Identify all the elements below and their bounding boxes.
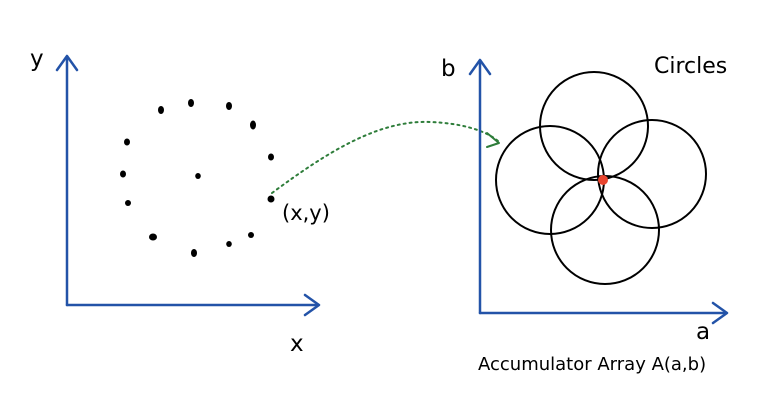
right-a-axis-label: a xyxy=(696,319,711,345)
left-x-axis-label: x xyxy=(290,331,304,357)
edge-point xyxy=(120,170,126,178)
point-label: (x,y) xyxy=(282,201,330,225)
right-b-axis-label: b xyxy=(441,56,456,82)
left-x-axis-arrowhead xyxy=(303,293,321,317)
edge-point xyxy=(124,138,130,146)
edge-point xyxy=(267,195,275,203)
edge-point xyxy=(226,241,232,247)
edge-points xyxy=(120,99,275,257)
parameter-circle-right xyxy=(597,119,707,229)
right-a-axis-arrowhead xyxy=(711,301,729,325)
edge-point xyxy=(158,106,164,114)
edge-point xyxy=(268,153,274,161)
mapping-arrow-head xyxy=(486,132,500,148)
edge-point xyxy=(226,102,232,110)
left-y-axis-label: y xyxy=(30,46,44,72)
edge-point xyxy=(195,173,201,179)
edge-point xyxy=(191,249,197,257)
edge-point xyxy=(125,200,131,206)
right-axes xyxy=(468,58,729,325)
edge-point xyxy=(248,232,254,238)
edge-point xyxy=(149,233,157,241)
edge-point xyxy=(250,120,256,130)
edge-point xyxy=(188,99,194,107)
mapping-arrow xyxy=(271,120,500,194)
intersection-point xyxy=(598,175,608,185)
circles-title: Circles xyxy=(654,54,728,79)
parameter-circle-bottom xyxy=(550,175,660,285)
accumulator-caption: Accumulator Array A(a,b) xyxy=(478,354,707,375)
mapping-arrow-path xyxy=(271,120,499,194)
left-axes xyxy=(55,54,321,317)
right-b-axis-arrowhead xyxy=(468,58,492,76)
left-y-axis-arrowhead xyxy=(55,54,79,72)
